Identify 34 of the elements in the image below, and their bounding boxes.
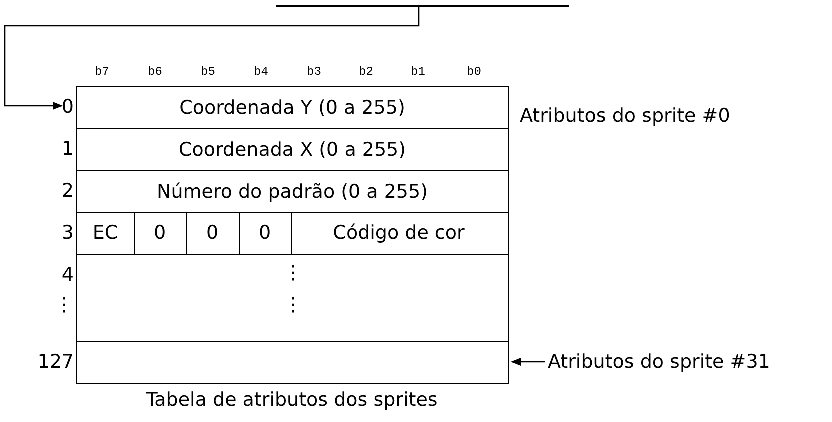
bit-label: b3 [307, 64, 322, 81]
table-row [76, 254, 509, 342]
ellipsis-mark: ⋮ [284, 261, 303, 285]
bit-label: b6 [148, 64, 162, 81]
bit-label: b2 [359, 64, 374, 81]
table-row: Coordenada X (0 a 255) [76, 128, 509, 171]
row-number: 3 [60, 221, 74, 245]
table-row: Número do padrão (0 a 255) [76, 170, 509, 213]
row-number: 4 [60, 263, 74, 287]
table-row [76, 341, 509, 384]
ellipsis-mark: ⋮ [284, 293, 303, 317]
row-number: 0 [60, 95, 74, 119]
bit-label: b5 [201, 64, 216, 81]
table-cell: 0 [239, 212, 292, 254]
table-row: Coordenada Y (0 a 255) [76, 86, 509, 129]
bit-label: b4 [254, 64, 268, 81]
table-cell: Código de cor [291, 212, 507, 254]
arrow [4, 7, 420, 110]
bit-label: b1 [411, 64, 426, 81]
row-number: 1 [60, 137, 74, 161]
table-cell: EC [77, 212, 135, 254]
annotation-text: Atributos do sprite #31 [548, 350, 770, 374]
table-row [76, 212, 509, 255]
arrow [511, 358, 545, 366]
table-cell: 0 [186, 212, 240, 254]
caption: Tabela de atributos dos sprites [145, 388, 439, 413]
bit-label: b7 [95, 64, 110, 81]
ellipsis-mark: ⋮ [54, 293, 74, 317]
table-cell: 0 [134, 212, 187, 254]
row-number: 2 [60, 179, 74, 203]
bracket-line [276, 5, 569, 7]
row-number: 127 [36, 350, 74, 374]
annotation-text: Atributos do sprite #0 [520, 104, 730, 128]
bit-label: b0 [467, 64, 482, 81]
